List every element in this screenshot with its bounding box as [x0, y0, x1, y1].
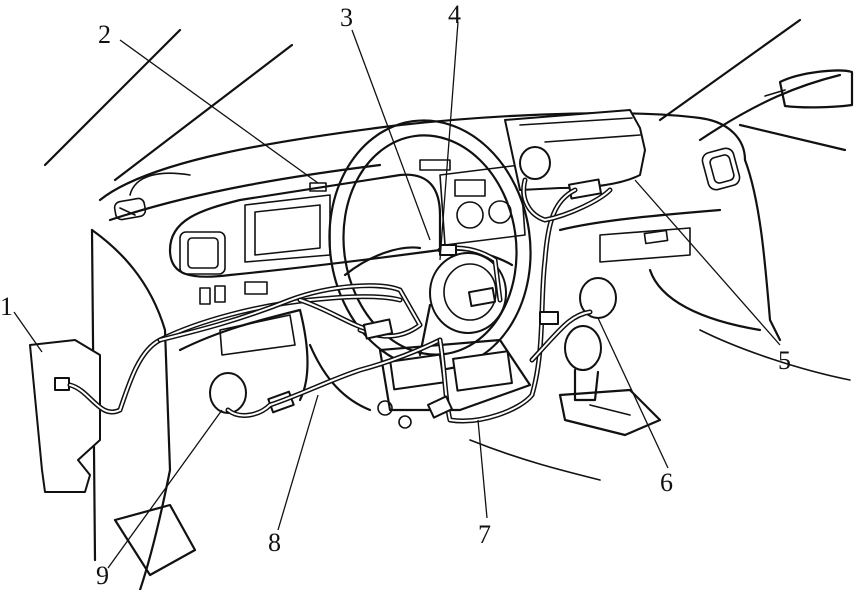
steering-column — [308, 338, 601, 481]
callout-4: 4 — [448, 0, 461, 29]
windshield-frame — [43, 18, 847, 182]
dashboard-body — [90, 112, 851, 590]
callout-5: 5 — [778, 346, 791, 375]
callout-7: 7 — [478, 520, 491, 549]
knee-panel — [113, 308, 309, 577]
callout-6: 6 — [660, 468, 673, 497]
callout-1: 1 — [0, 292, 13, 321]
gear-shifter — [558, 325, 662, 437]
callout-3: 3 — [340, 3, 353, 32]
passenger-airbag-module — [504, 109, 646, 191]
instrument-cluster — [168, 173, 442, 305]
callout-9: 9 — [96, 561, 109, 590]
callout-2: 2 — [98, 20, 111, 49]
diagnostic-connector — [29, 339, 101, 493]
leader-lines — [13, 21, 781, 569]
airbag-module — [429, 252, 507, 334]
rear-view-mirror — [764, 69, 854, 109]
harness-connectors — [362, 244, 559, 419]
callout-8: 8 — [268, 528, 281, 557]
